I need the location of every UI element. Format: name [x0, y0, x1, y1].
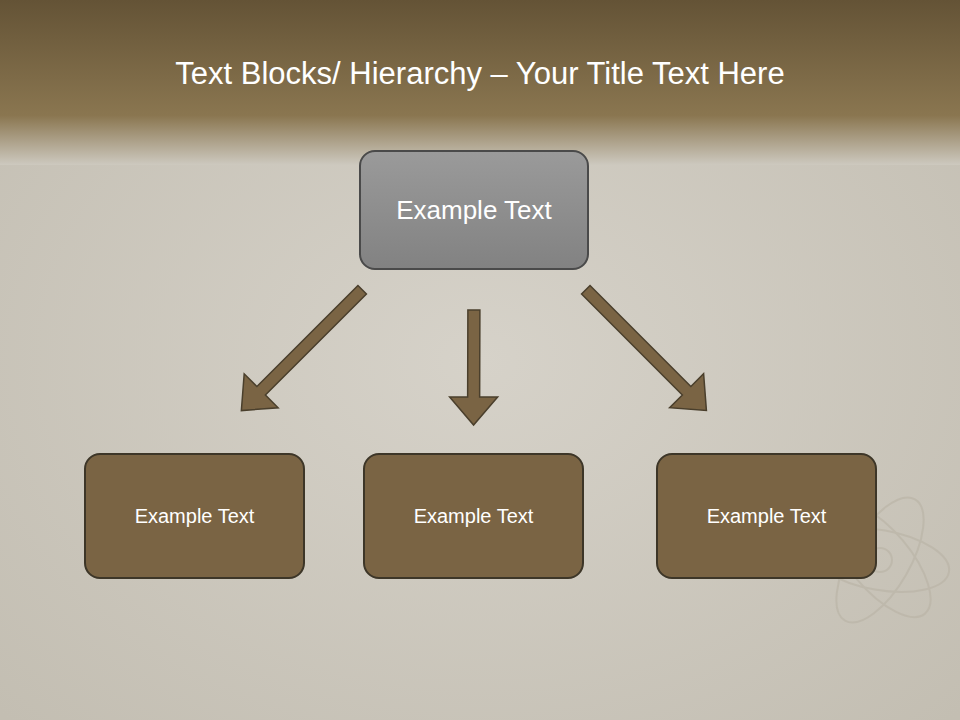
header-band [0, 0, 960, 165]
box-label: Example Text [707, 505, 827, 528]
box-label: Example Text [135, 505, 255, 528]
child-box: Example Text [656, 453, 877, 579]
hierarchy-arrow [450, 310, 498, 425]
box-label: Example Text [396, 195, 552, 226]
hierarchy-arrow [241, 286, 366, 411]
parent-box: Example Text [359, 150, 589, 270]
slide-title: Text Blocks/ Hierarchy – Your Title Text… [0, 56, 960, 92]
hierarchy-arrow [582, 286, 707, 411]
child-box: Example Text [363, 453, 584, 579]
child-box: Example Text [84, 453, 305, 579]
box-label: Example Text [414, 505, 534, 528]
